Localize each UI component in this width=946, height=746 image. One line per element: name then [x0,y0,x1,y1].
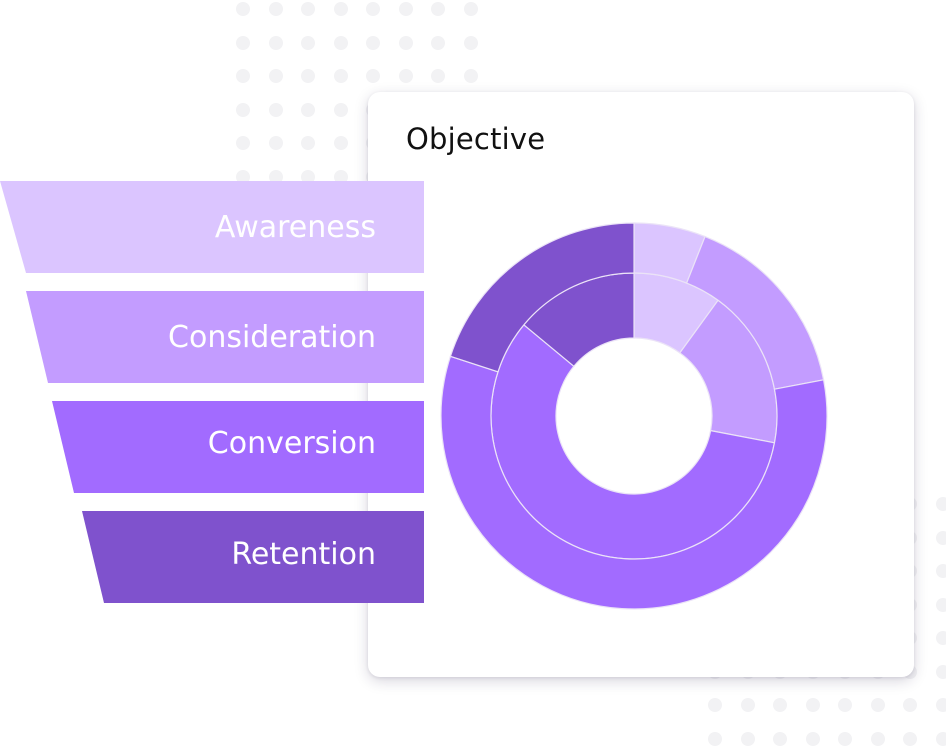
funnel-label-retention: Retention [231,540,376,570]
funnel-label-conversion: Conversion [208,429,376,459]
funnel-label-awareness: Awareness [215,213,376,243]
funnel-label-consideration: Consideration [168,323,376,353]
